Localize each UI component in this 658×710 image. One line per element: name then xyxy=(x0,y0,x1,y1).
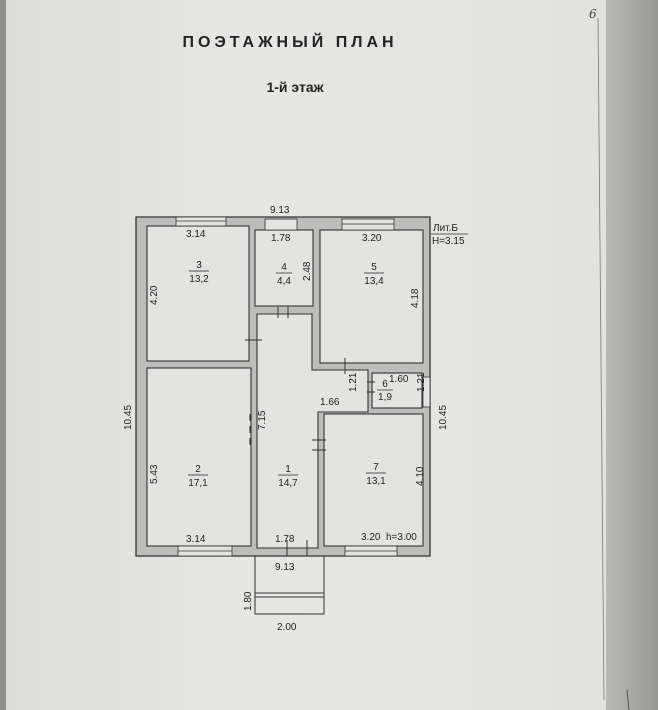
floor-label: 1-й этаж xyxy=(266,79,324,95)
dim-room4-width: 1.78 xyxy=(271,233,291,244)
room-interiors xyxy=(146,225,424,549)
dim-room2-height: 5.43 xyxy=(149,464,160,484)
page-title: ПОЭТАЖНЫЙ ПЛАН xyxy=(182,34,398,51)
dim-room3-width: 3.14 xyxy=(186,229,206,240)
dim-room7-width: 3.20 xyxy=(361,532,381,543)
doors xyxy=(245,307,375,556)
dim-room5-height: 4.18 xyxy=(410,288,421,308)
window xyxy=(264,218,298,231)
dim-top-width: 9.13 xyxy=(270,205,290,216)
window xyxy=(422,376,431,408)
dim-right-height: 10.45 xyxy=(438,405,449,430)
room-6-number: 6 xyxy=(382,379,388,390)
dim-porch-depth: 1.80 xyxy=(243,591,254,611)
building-letter: Лит.Б xyxy=(433,223,458,234)
dimension-labels: 9.13 3.14 1.78 3.20 Лит.Б H=3.15 4.20 2.… xyxy=(123,205,465,633)
room-2-area: 17,1 xyxy=(188,478,208,489)
page-edge-line xyxy=(626,689,630,710)
room-1-interior xyxy=(256,313,369,549)
page-edge xyxy=(606,0,658,710)
dim-room3-height: 4.20 xyxy=(149,285,160,305)
window xyxy=(175,216,227,227)
dim-porch-width: 2.00 xyxy=(277,622,297,633)
dim-left-height: 10.45 xyxy=(123,405,134,430)
room-6-area: 1,9 xyxy=(378,392,392,403)
inner-height: h=3.00 xyxy=(386,532,417,543)
room-2-interior xyxy=(146,367,252,547)
dim-room7-height: 4.10 xyxy=(415,466,426,486)
page-edge-line xyxy=(597,17,605,701)
building-height: H=3.15 xyxy=(432,236,465,247)
room-5-number: 5 xyxy=(371,262,377,273)
windows xyxy=(175,216,431,557)
dim-room6-left-height: 1.21 xyxy=(348,372,359,392)
room-2-number: 2 xyxy=(195,464,201,475)
room-4-interior xyxy=(254,229,314,307)
room-3-interior xyxy=(146,225,250,362)
page-number: 6 xyxy=(589,7,597,21)
room-5-interior xyxy=(319,229,424,364)
dim-corridor-width: 1.66 xyxy=(320,397,340,408)
porch xyxy=(254,555,325,615)
room-6-interior xyxy=(371,372,423,409)
room-7-area: 13,1 xyxy=(366,476,386,487)
dim-bottom-width: 9.13 xyxy=(275,562,295,573)
room-3-area: 13,2 xyxy=(189,274,209,285)
room-7-number: 7 xyxy=(373,462,379,473)
room-labels: 3 13,2 4 4,4 5 13,4 6 1,9 2 17,1 1 14,7 … xyxy=(188,260,393,489)
dim-room6-width: 1.60 xyxy=(389,374,409,385)
window xyxy=(341,218,395,231)
room-4-number: 4 xyxy=(281,262,287,273)
dim-room4-height: 2.48 xyxy=(302,261,313,281)
room-4-area: 4,4 xyxy=(277,276,291,287)
room-1-number: 1 xyxy=(285,464,291,475)
dim-room1-width: 1.78 xyxy=(275,534,295,545)
room-3-number: 3 xyxy=(196,260,202,271)
room-7-interior xyxy=(323,413,424,547)
room-1-area: 14,7 xyxy=(278,478,298,489)
dim-room1-height: 7.15 xyxy=(257,410,268,430)
dim-room6-right-height: 1.21 xyxy=(416,372,427,392)
dim-room2-width: 3.14 xyxy=(186,534,206,545)
room-5-area: 13,4 xyxy=(364,276,384,287)
dim-room5-width: 3.20 xyxy=(362,233,382,244)
porch-outline xyxy=(254,555,325,615)
